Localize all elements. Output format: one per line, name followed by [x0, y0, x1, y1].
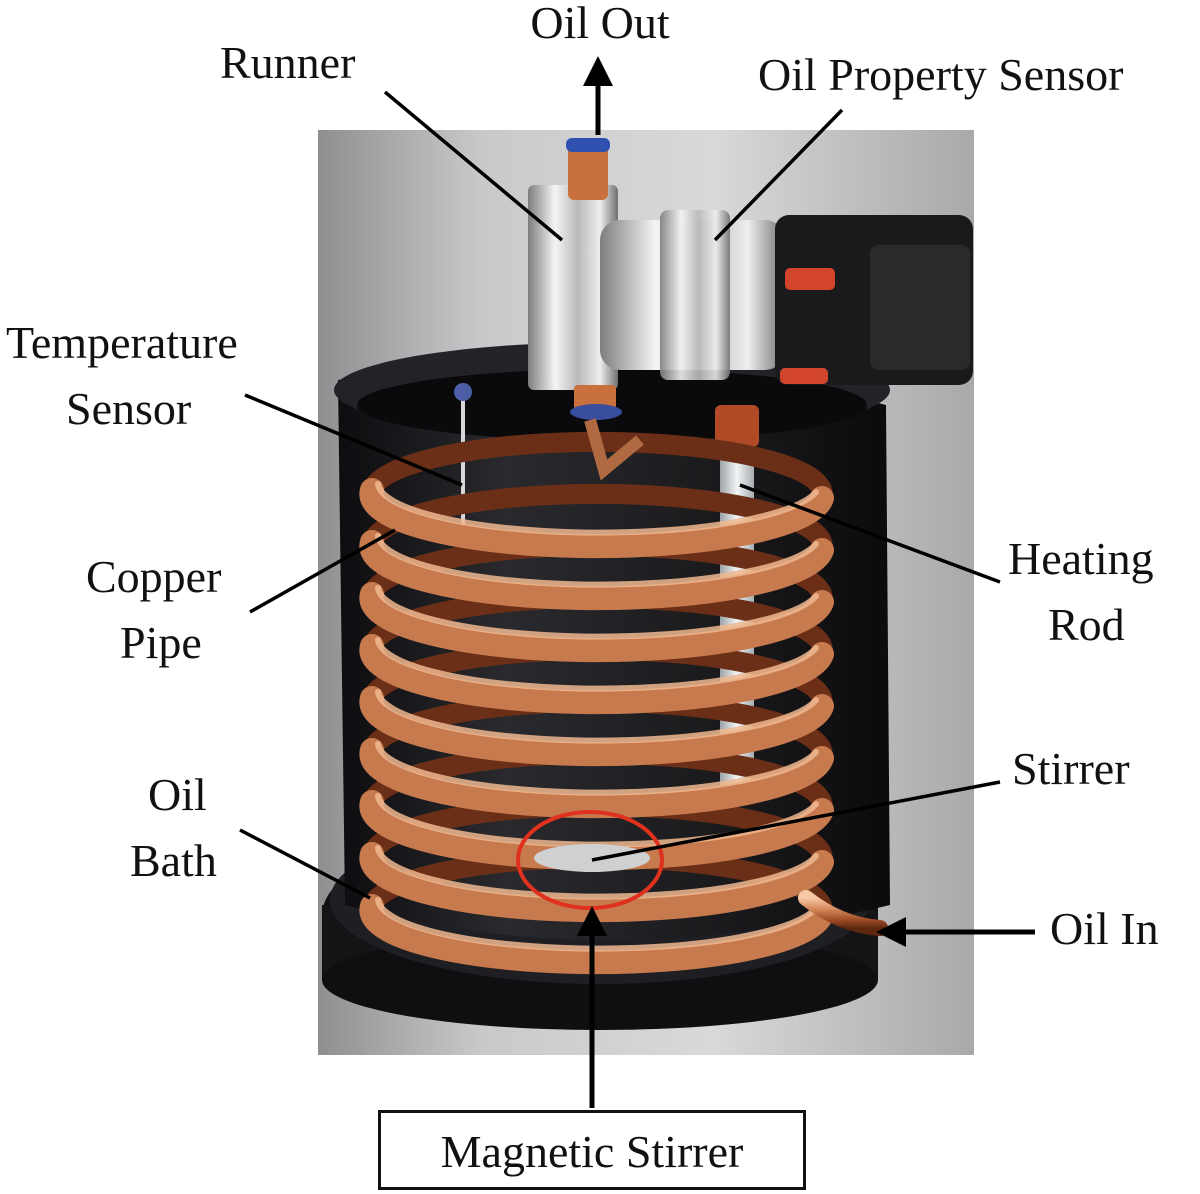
label-runner: Runner — [220, 37, 356, 88]
coil-turn-front — [359, 478, 834, 559]
coil-turn-highlight — [375, 741, 819, 796]
coil-turn-highlight — [375, 637, 819, 692]
runner-drop-pipe — [584, 418, 644, 481]
label-oil-property-sensor: Oil Property Sensor — [758, 49, 1124, 100]
leader-runner — [383, 90, 564, 242]
connector-latch-top — [785, 268, 835, 290]
leader-heating-rod — [739, 483, 1001, 584]
stirrer-bar — [534, 844, 650, 872]
oil-property-sensor-hex — [660, 210, 730, 380]
runner-outlet-ring — [566, 138, 610, 152]
label-oil-bath-line1: Oil — [148, 769, 207, 820]
heating-rod-cap — [715, 405, 759, 447]
leader-oil-bath — [239, 828, 371, 900]
connector-latch-bottom — [780, 368, 828, 384]
label-oil-out: Oil Out — [530, 0, 670, 48]
leader-lines — [239, 90, 1001, 900]
coil-turn-highlight — [375, 897, 819, 952]
label-heating-rod-line1: Heating — [1008, 533, 1154, 584]
label-copper-pipe-line1: Copper — [86, 551, 222, 602]
label-copper-pipe-line2: Pipe — [120, 617, 202, 668]
leader-oil-property-sensor — [713, 108, 844, 242]
coil-turn-front — [359, 686, 834, 767]
coil-turn-highlight — [375, 585, 819, 640]
connector-plug — [870, 245, 970, 370]
label-oil-bath-line2: Bath — [130, 835, 217, 886]
coil-turn-front — [359, 634, 834, 715]
label-temperature-sensor-line1: Temperature — [6, 317, 238, 368]
coil-turn-front — [359, 530, 834, 611]
label-heating-rod-line2: Rod — [1048, 599, 1125, 650]
label-oil-in: Oil In — [1050, 903, 1159, 954]
oil-in-pipe — [798, 890, 888, 936]
coil-turn-back — [362, 431, 833, 508]
coil-turn-highlight — [375, 845, 819, 900]
temperature-sensor-head — [454, 383, 472, 401]
runner-outlet-fitting — [568, 142, 608, 200]
leader-stirrer — [591, 780, 1001, 862]
label-temperature-sensor-line2: Sensor — [66, 383, 192, 434]
label-magnetic-stirrer: Magnetic Stirrer — [440, 1126, 744, 1177]
leader-temperature-sensor — [244, 393, 463, 487]
label-stirrer: Stirrer — [1012, 743, 1130, 794]
coil-turn-highlight — [375, 481, 819, 536]
coil-turn-front — [359, 894, 834, 975]
runner-block — [528, 185, 618, 390]
coil-turn-front — [359, 738, 834, 819]
runner-inlet-ring — [570, 404, 622, 420]
coil-turn-highlight — [375, 533, 819, 588]
coil-turn-front — [359, 582, 834, 663]
coil-turn-highlight — [375, 689, 819, 744]
magnetic-stirrer-box: Magnetic Stirrer — [378, 1110, 806, 1190]
leader-copper-pipe — [249, 528, 396, 614]
